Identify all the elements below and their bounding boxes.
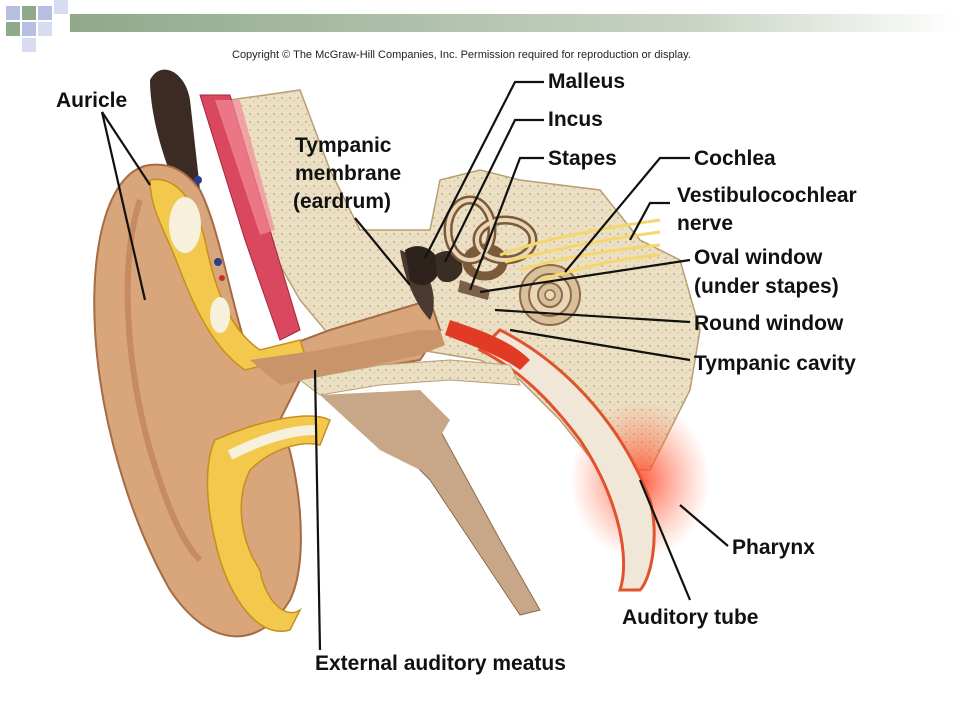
label-oval-window-line2: (under stapes) [694, 275, 839, 298]
label-round-window: Round window [694, 312, 844, 335]
deco-square [22, 22, 36, 36]
label-external-auditory-meatus: External auditory meatus [315, 652, 566, 675]
label-tympanic-cavity: Tympanic cavity [694, 352, 856, 375]
bone-plate-lower [298, 359, 521, 396]
label-vestibulocochlear-line1: Vestibulocochlear [677, 184, 857, 207]
label-auricle: Auricle [56, 89, 128, 112]
label-pharynx: Pharynx [732, 536, 815, 559]
deco-square [54, 0, 68, 14]
deco-square [6, 6, 20, 20]
auricle-shape [93, 163, 442, 638]
label-tympanic-membrane-line1: Tympanic [295, 134, 392, 157]
leader-lines [100, 80, 729, 651]
label-auditory-tube: Auditory tube [622, 606, 759, 629]
cartilage-lower [206, 415, 331, 633]
malleus-bone [405, 246, 440, 286]
label-tympanic-membrane-line3: (eardrum) [293, 190, 392, 213]
ear-canal [250, 330, 445, 385]
stapes-bone [458, 280, 490, 300]
slide-header-bar [6, 0, 960, 52]
label-cochlea: Cochlea [694, 147, 776, 170]
tympanic-cavity-lining [445, 320, 530, 370]
deco-square [22, 38, 36, 52]
deco-square [38, 6, 52, 20]
vestibulocochlear-nerve [499, 218, 661, 282]
deco-square [6, 22, 20, 36]
hair [150, 69, 200, 190]
deco-square [22, 6, 36, 20]
muscle-layer [199, 94, 301, 341]
label-oval-window-line1: Oval window [694, 246, 823, 269]
label-stapes: Stapes [548, 147, 617, 170]
label-incus: Incus [548, 108, 603, 131]
copyright-notice: Copyright © The McGraw-Hill Companies, I… [232, 49, 691, 61]
label-vestibulocochlear-line2: nerve [677, 212, 734, 235]
label-malleus: Malleus [548, 70, 626, 93]
label-tympanic-membrane-line2: membrane [295, 162, 402, 185]
cochlea-spiral [519, 264, 581, 326]
deco-square [38, 22, 52, 36]
